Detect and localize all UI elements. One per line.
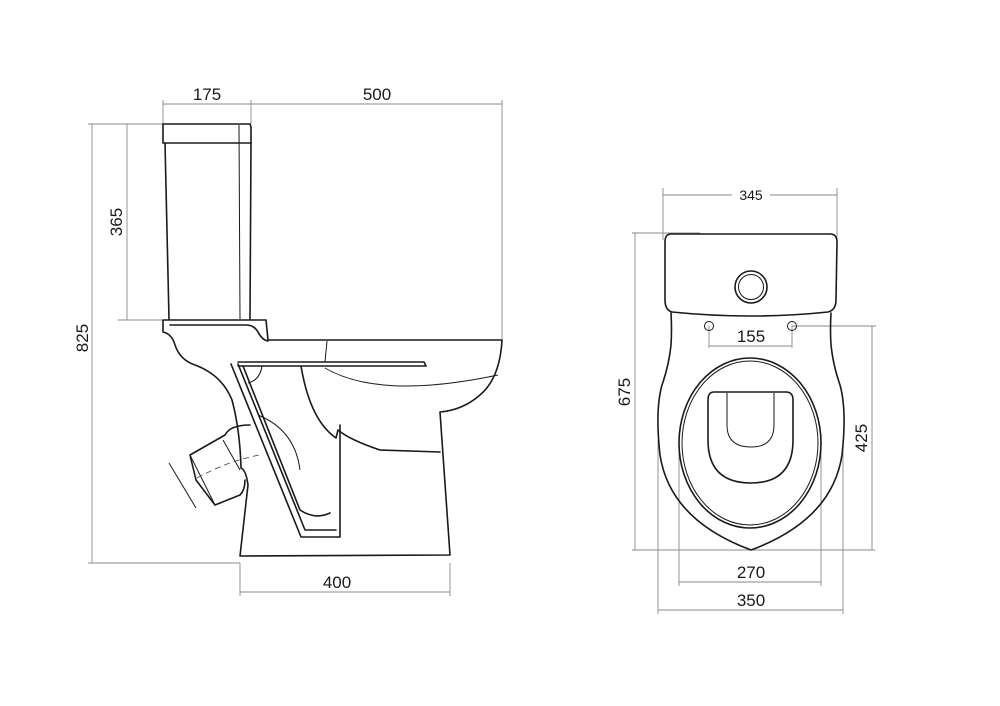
dim-bowl-projection: 500	[363, 85, 391, 104]
dim-total-length: 675	[615, 378, 634, 406]
fixing-hole-left	[704, 321, 714, 331]
dim-bowl-length: 425	[852, 424, 871, 452]
dim-seat-width: 270	[737, 563, 765, 582]
dim-tank-depth: 175	[193, 85, 221, 104]
cistern-top	[664, 233, 838, 317]
dim-total-height: 825	[73, 324, 92, 352]
side-view: 175 500 365 825 400	[73, 85, 503, 596]
flush-button-icon	[734, 270, 768, 304]
fixing-hole-right	[787, 321, 797, 331]
cistern-side	[162, 123, 252, 320]
dim-tank-height: 365	[107, 208, 126, 236]
outlet-pipe	[168, 424, 261, 509]
side-dimension-lines	[88, 100, 503, 596]
dim-bowl-width: 350	[737, 591, 765, 610]
seat-outer	[678, 357, 822, 529]
bowl-top	[657, 312, 845, 551]
dim-hole-spacing: 155	[737, 327, 765, 346]
dim-base-length: 400	[323, 573, 351, 592]
top-view: 345 675 155 425 270 350	[615, 187, 876, 614]
top-dimension-lines	[632, 188, 876, 614]
dim-tank-width: 345	[739, 187, 763, 203]
bowl-side	[162, 319, 503, 557]
seat-opening	[707, 391, 794, 484]
